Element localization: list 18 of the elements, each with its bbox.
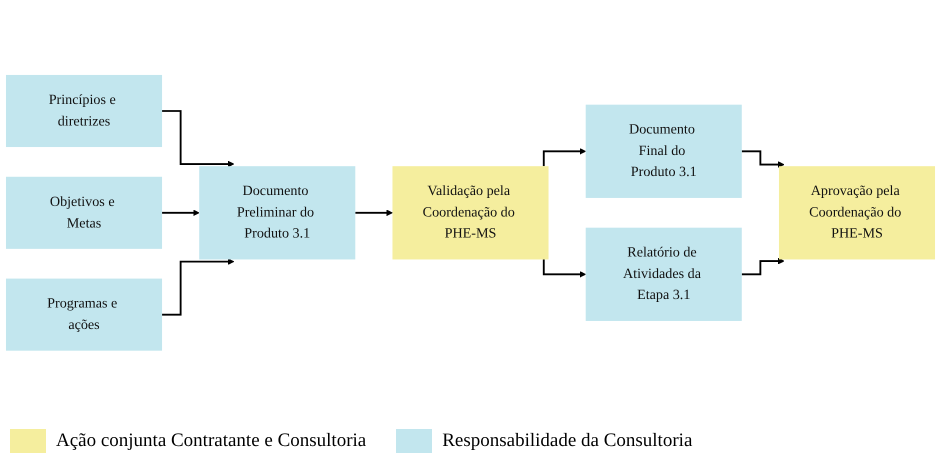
legend-label: Ação conjunta Contratante e Consultoria <box>56 430 366 452</box>
node-box: Validação pela Coordenação do PHE-MS <box>392 166 549 260</box>
legend-label: Responsabilidade da Consultoria <box>442 430 692 452</box>
arrow <box>740 257 784 275</box>
arrow <box>542 259 586 278</box>
node-box: Programas e ações <box>6 278 162 350</box>
node-box: Documento Preliminar do Produto 3.1 <box>199 166 356 260</box>
arrow <box>161 258 234 316</box>
node-box: Princípios e diretrizes <box>6 74 162 147</box>
node-box: Aprovação pela Coordenação do PHE-MS <box>778 166 936 260</box>
node-box: Documento Final do Produto 3.1 <box>586 104 742 198</box>
node-box: Relatório de Atividades da Etapa 3.1 <box>586 227 742 321</box>
arrow <box>354 209 393 216</box>
arrow <box>740 150 784 168</box>
arrow <box>542 148 586 166</box>
arrow <box>161 209 200 216</box>
arrow <box>161 110 234 167</box>
node-box: Objetivos e Metas <box>6 176 162 249</box>
